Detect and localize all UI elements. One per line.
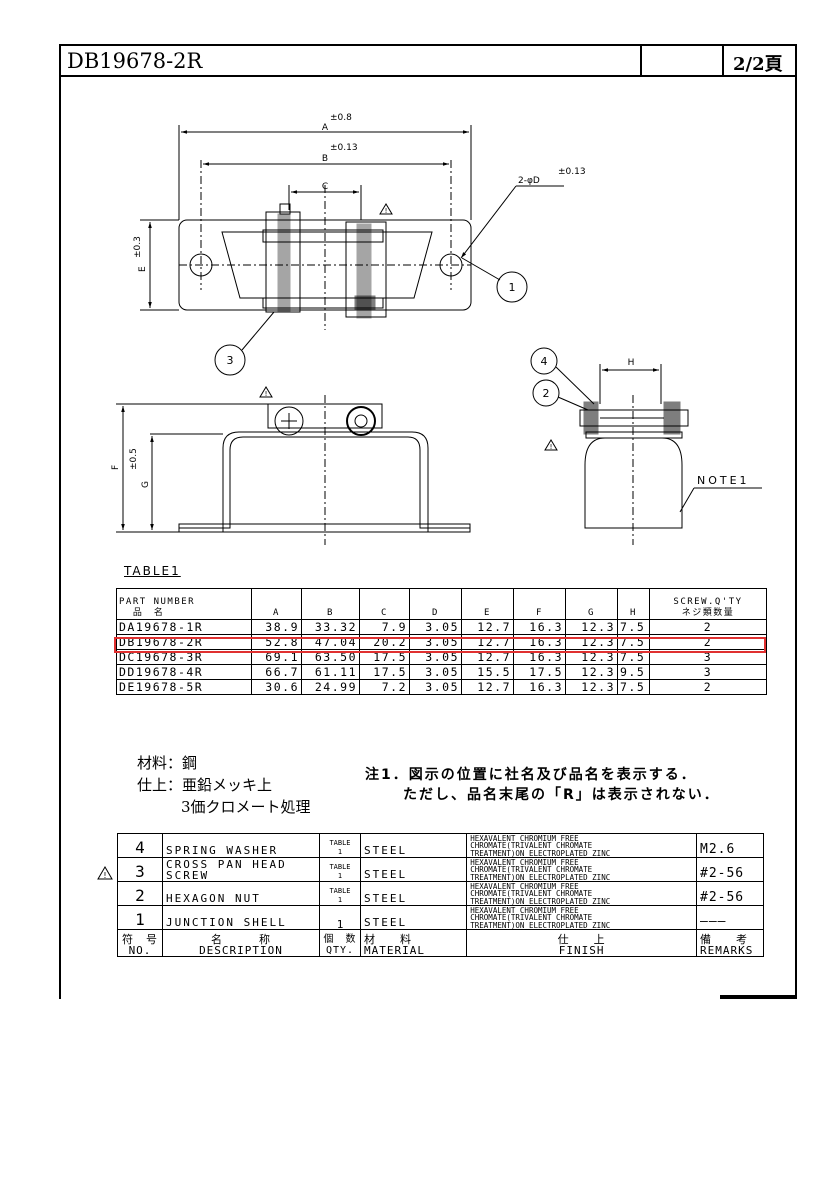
dim-C-label: C bbox=[322, 182, 328, 192]
table-row: DA19678-1R 38.9 33.32 7.9 3.05 12.7 16.3… bbox=[116, 619, 767, 635]
dim-E-label: E bbox=[138, 266, 148, 272]
strain-relief-bar-top bbox=[262, 229, 384, 243]
dim-G-label: G bbox=[141, 481, 151, 488]
nut bbox=[354, 295, 376, 311]
warning-triangle: ! bbox=[97, 866, 113, 880]
selected-row-highlight bbox=[114, 637, 766, 653]
table-row: 1 JUNCTION SHELL 1 STEEL HEXAVALENT CHRO… bbox=[117, 905, 764, 930]
divider bbox=[640, 46, 642, 75]
header-E: E bbox=[461, 588, 514, 620]
warning-triangle bbox=[259, 386, 273, 398]
dim-B-tol: ±0.13 bbox=[330, 143, 358, 153]
header-A: A bbox=[251, 588, 302, 620]
dim-E-tol: ±0.3 bbox=[133, 236, 143, 258]
note-1: 注1．図示の位置に社名及び品名を表示する． ただし、品名末尾の「R」は表示されな… bbox=[365, 765, 720, 805]
dim-D-label: 2-φD bbox=[518, 176, 540, 186]
warning-triangle bbox=[544, 439, 558, 451]
warning-triangle bbox=[379, 203, 393, 215]
strain-relief-bar-bottom bbox=[262, 297, 384, 309]
top-view bbox=[140, 125, 564, 376]
warning-mark-label: ! bbox=[265, 390, 268, 398]
frame-corner-bar bbox=[720, 995, 797, 999]
note-1-line-1: 注1．図示の位置に社名及び品名を表示する． bbox=[365, 767, 697, 783]
header-part-number: PART NUMBER 品 名 bbox=[116, 588, 252, 620]
table-row: DE19678-5R 30.6 24.99 7.2 3.05 12.7 16.3… bbox=[116, 679, 767, 695]
title-block: DB19678-2R 2/2頁 bbox=[59, 44, 797, 77]
balloon-2-label: 2 bbox=[543, 387, 550, 400]
warning-mark-label: ! bbox=[550, 443, 553, 451]
balloon-1 bbox=[496, 271, 528, 303]
balloon-2 bbox=[532, 379, 560, 407]
screw-head-front bbox=[274, 406, 304, 436]
dim-D-tol: ±0.13 bbox=[558, 167, 586, 177]
balloon-3-label: 3 bbox=[227, 354, 234, 367]
header-C: C bbox=[359, 588, 410, 620]
drawing-number: DB19678-2R bbox=[67, 49, 203, 73]
header-G: G bbox=[565, 588, 618, 620]
balloon-1-label: 1 bbox=[509, 281, 516, 294]
balloon-4-label: 4 bbox=[541, 355, 548, 368]
finish-note-2: 3価クロメート処理 bbox=[181, 798, 311, 816]
material-note: 材料：鋼 bbox=[137, 754, 198, 772]
table-row: DC19678-3R 69.1 63.50 17.5 3.05 12.7 16.… bbox=[116, 649, 767, 665]
material-notes: 材料：鋼 仕上：亜鉛メッキ上 3価クロメート処理 bbox=[137, 752, 311, 818]
warning-mark-label: ! bbox=[385, 207, 388, 215]
dim-A-label: A bbox=[322, 123, 329, 133]
balloon-3 bbox=[214, 344, 246, 376]
finish-note: 仕上：亜鉛メッキ上 bbox=[137, 776, 273, 794]
nut-front bbox=[346, 406, 376, 436]
dim-F-tol: ±0.5 bbox=[129, 448, 139, 470]
dimension-table: PART NUMBER 品 名 A B C D E F G H SCREW.Q'… bbox=[116, 588, 767, 695]
shell-opening bbox=[221, 231, 433, 299]
divider bbox=[722, 46, 724, 75]
page-number: 2/2頁 bbox=[733, 54, 783, 75]
dim-H-label: H bbox=[628, 358, 635, 368]
front-view bbox=[116, 386, 471, 545]
header-H: H bbox=[617, 588, 650, 620]
dim-F-label: F bbox=[111, 465, 121, 470]
clamp-left bbox=[265, 211, 301, 313]
table1-title: TABLE1 bbox=[124, 564, 181, 578]
header-F: F bbox=[513, 588, 566, 620]
note-1-line-2: ただし、品名末尾の「R」は表示されない． bbox=[403, 787, 720, 803]
dim-B-label: B bbox=[322, 154, 328, 164]
clamp-right bbox=[345, 221, 387, 318]
table-row: DD19678-4R 66.7 61.11 17.5 3.05 15.5 17.… bbox=[116, 664, 767, 680]
table-header-row: PART NUMBER 品 名 A B C D E F G H SCREW.Q'… bbox=[116, 588, 767, 620]
screw-head bbox=[279, 203, 291, 215]
dim-A-tol: ±0.8 bbox=[330, 113, 352, 123]
balloon-4 bbox=[530, 347, 558, 375]
side-view bbox=[530, 347, 762, 545]
note1-label: NOTE1 bbox=[697, 474, 750, 487]
header-D: D bbox=[409, 588, 462, 620]
header-B: B bbox=[301, 588, 360, 620]
svg-text:!: ! bbox=[103, 871, 106, 880]
